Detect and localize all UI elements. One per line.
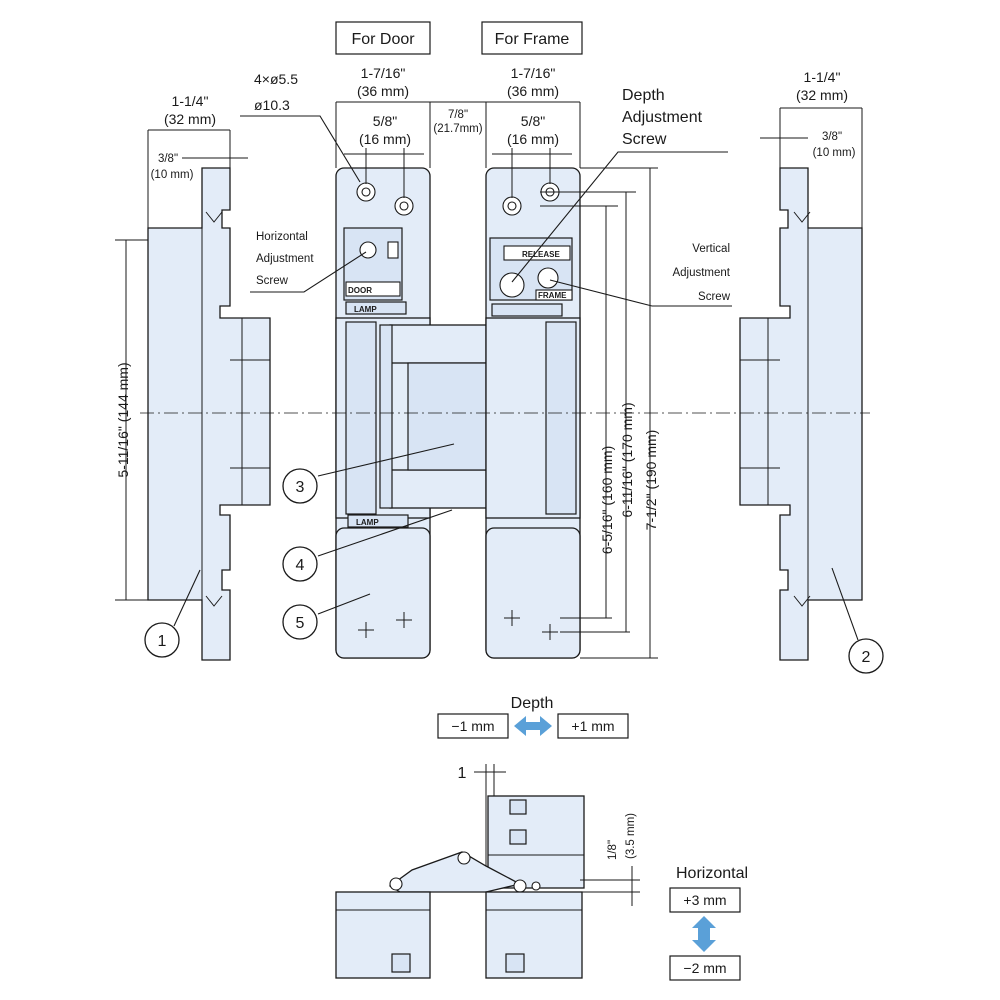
marker-4: 4 — [282, 509, 453, 582]
right-width-label: 1-1/4" — [804, 69, 841, 85]
horizontal-minus: −2 mm — [683, 960, 726, 976]
lamp-marking-bottom: LAMP — [356, 518, 379, 527]
door-spacing-dim: 5/8" (16 mm) — [344, 113, 424, 198]
marker-5-label: 5 — [296, 615, 305, 632]
left-height-dim: 5-11/16" (144 mm) — [115, 239, 148, 601]
frame-spacing-mm: (16 mm) — [507, 131, 559, 147]
gap-mm: (21.7mm) — [433, 123, 482, 135]
right-width-mm: (32 mm) — [796, 87, 848, 103]
gap-dim: 7/8" (21.7mm) — [430, 101, 486, 135]
marker-4-label: 4 — [296, 557, 305, 574]
right-offset-label: 3/8" — [822, 131, 842, 143]
h190-label: 7-1/2" (190 mm) — [643, 430, 659, 531]
right-plate-part-2 — [739, 167, 863, 661]
depth-adjustment: Depth −1 mm +1 mm — [437, 695, 629, 739]
lamp-marking-top: LAMP — [354, 305, 377, 314]
vertical-screw-line2: Adjustment — [672, 267, 730, 279]
right-offset-dim: 3/8" (10 mm) — [760, 131, 856, 159]
left-offset-dim: 3/8" (10 mm) — [151, 153, 248, 181]
left-offset-label: 3/8" — [158, 153, 178, 165]
horizontal-screw-line2: Adjustment — [256, 253, 314, 265]
door-width-label: 1-7/16" — [361, 65, 406, 81]
hole-head-label: ø10.3 — [254, 97, 290, 113]
marker-5: 5 — [282, 593, 371, 640]
side-one-label: 1 — [458, 765, 467, 782]
left-width-dim: 1-1/4" (32 mm) — [147, 93, 231, 228]
marker-3: 3 — [282, 443, 455, 504]
frame-spacing-dim: 5/8" (16 mm) — [492, 113, 572, 198]
depth-screw-line3: Screw — [622, 131, 667, 148]
left-offset-mm: (10 mm) — [151, 169, 194, 181]
door-width-dim: 1-7/16" (36 mm) — [335, 65, 431, 168]
door-header: For Door — [335, 21, 431, 55]
release-marking: RELEASE — [522, 250, 560, 259]
marker-1: 1 — [144, 569, 201, 658]
horizontal-adjustment: Horizontal +3 mm −2 mm — [669, 865, 748, 981]
depth-screw-line2: Adjustment — [622, 109, 703, 126]
horizontal-arrow-icon — [692, 916, 716, 952]
frame-width-mm: (36 mm) — [507, 83, 559, 99]
h160-label: 6-5/16" (160 mm) — [599, 446, 615, 554]
frame-width-dim: 1-7/16" (36 mm) — [485, 65, 581, 168]
depth-title: Depth — [511, 695, 554, 712]
gap-label: 7/8" — [448, 109, 468, 121]
depth-minus: −1 mm — [451, 718, 494, 734]
left-width-label: 1-1/4" — [172, 93, 209, 109]
vertical-screw-line1: Vertical — [692, 243, 730, 255]
horizontal-screw-line1: Horizontal — [256, 231, 308, 243]
frame-spacing-label: 5/8" — [521, 113, 545, 129]
door-header-label: For Door — [351, 31, 415, 48]
right-width-dim: 1-1/4" (32 mm) — [779, 69, 863, 228]
door-width-mm: (36 mm) — [357, 83, 409, 99]
right-offset-mm: (10 mm) — [813, 147, 856, 159]
height-dims: 6-5/16" (160 mm) 6-11/16" (170 mm) 7-1/2… — [540, 167, 659, 659]
vertical-screw-line3: Screw — [698, 291, 731, 303]
h170-label: 6-11/16" (170 mm) — [619, 402, 635, 517]
side-offset-label: 1/8" — [607, 840, 619, 860]
depth-arrow-icon — [514, 716, 552, 736]
marker-2: 2 — [831, 567, 884, 674]
marker-1-label: 1 — [158, 633, 167, 650]
door-marking: DOOR — [348, 286, 372, 295]
horizontal-plus: +3 mm — [683, 892, 726, 908]
frame-width-label: 1-7/16" — [511, 65, 556, 81]
side-offset-mm: (3.5 mm) — [625, 813, 637, 859]
depth-screw-callout: Depth Adjustment Screw — [511, 87, 728, 283]
depth-plus: +1 mm — [571, 718, 614, 734]
holes-label: 4×ø5.5 — [254, 71, 298, 87]
depth-screw-line1: Depth — [622, 87, 665, 104]
holes-callout: 4×ø5.5 ø10.3 — [240, 71, 361, 183]
marker-3-label: 3 — [296, 479, 305, 496]
left-height-label: 5-11/16" (144 mm) — [115, 362, 131, 477]
frame-header-label: For Frame — [495, 31, 570, 48]
marker-2-label: 2 — [862, 649, 871, 666]
frame-header: For Frame — [481, 21, 583, 55]
horizontal-title: Horizontal — [676, 865, 748, 882]
frame-marking: FRAME — [538, 291, 567, 300]
side-view: 1 1/8" (3.5 mm) — [335, 764, 640, 979]
left-width-mm: (32 mm) — [164, 111, 216, 127]
left-plate-part-1 — [147, 167, 271, 661]
door-spacing-mm: (16 mm) — [359, 131, 411, 147]
vertical-screw-callout: Vertical Adjustment Screw — [549, 243, 732, 307]
horizontal-screw-line3: Screw — [256, 275, 289, 287]
door-spacing-label: 5/8" — [373, 113, 397, 129]
horizontal-screw-callout: Horizontal Adjustment Screw — [250, 231, 367, 293]
